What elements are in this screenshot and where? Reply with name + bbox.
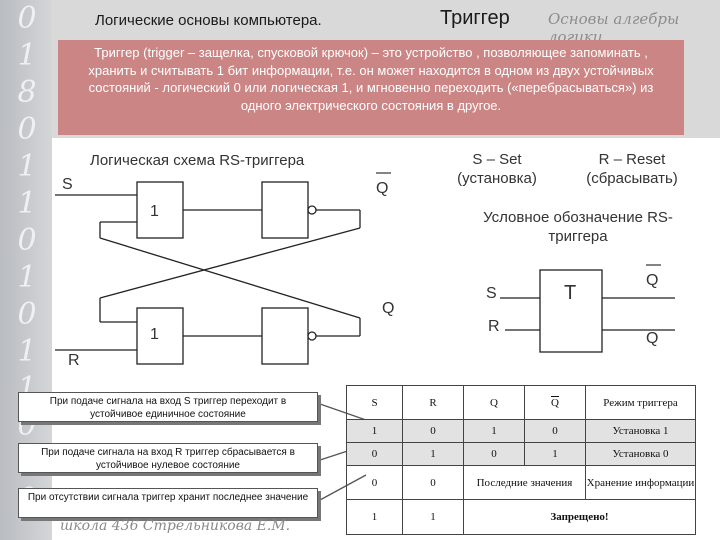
truth-table: S R Q Q Режим триггера 1 0 1 0 Установка… bbox=[346, 385, 696, 535]
trigger-symbol-box bbox=[539, 269, 603, 353]
table-cell: Хранение информации bbox=[585, 465, 696, 500]
or-gate-bottom bbox=[136, 307, 184, 365]
table-row: 1 0 1 0 Установка 1 bbox=[346, 419, 696, 443]
decor-digit: 0 bbox=[17, 112, 37, 147]
schema-input-s: S bbox=[62, 176, 73, 193]
table-row: 1 1 Запрещено! bbox=[346, 499, 696, 535]
inverter-bubble-bottom bbox=[307, 331, 317, 341]
decor-digit: 1 bbox=[17, 186, 37, 221]
schema-title: Логическая схема RS-триггера bbox=[90, 152, 305, 169]
table-cell: 1 bbox=[346, 419, 403, 443]
symbol-output-q: Q bbox=[646, 330, 659, 347]
table-row: 0 0 Последние значения Хранение информац… bbox=[346, 465, 696, 500]
schema-input-r: R bbox=[68, 352, 80, 369]
footer-signature: школа 436 Стрельникова Е.М. bbox=[60, 518, 291, 534]
symbol-input-s: S bbox=[486, 285, 497, 302]
legend-reset: R – Reset (сбрасывать) bbox=[586, 151, 678, 187]
decor-digit: 0 bbox=[17, 223, 37, 258]
inverter-bubble-top bbox=[307, 205, 317, 215]
decor-digit: 0 bbox=[17, 297, 37, 332]
table-row: 0 1 0 1 Установка 0 bbox=[346, 442, 696, 466]
gate-top-label: 1 bbox=[150, 203, 159, 220]
symbol-caption: Условное обозначение RS-триггера bbox=[483, 209, 673, 245]
decor-digit: 1 bbox=[17, 149, 37, 184]
decor-digit: 1 bbox=[17, 38, 37, 73]
nor-gate-bottom bbox=[261, 307, 309, 365]
symbol-input-r: R bbox=[488, 318, 500, 335]
note-set: При подаче сигнала на вход S триггер пер… bbox=[18, 392, 318, 422]
table-cell: 1 bbox=[402, 442, 464, 466]
table-cell: 0 bbox=[463, 442, 525, 466]
table-header: S bbox=[346, 385, 403, 420]
table-cell: 0 bbox=[346, 465, 403, 500]
note-reset: При подаче сигнала на вход R триггер сбр… bbox=[18, 443, 318, 473]
decor-digit: 8 bbox=[17, 75, 37, 110]
legend-set: S – Set (установка) bbox=[457, 151, 537, 187]
table-cell: 1 bbox=[346, 499, 403, 535]
or-gate-top bbox=[136, 181, 184, 239]
table-cell: Установка 1 bbox=[585, 419, 696, 443]
table-cell: 0 bbox=[524, 419, 586, 443]
page-title: Логические основы компьютера. bbox=[95, 12, 322, 29]
page-title-topic: Триггер bbox=[440, 7, 510, 29]
table-header: R bbox=[402, 385, 464, 420]
nor-gate-top bbox=[261, 181, 309, 239]
table-cell: 1 bbox=[463, 419, 525, 443]
schema-output-q-bar: Q bbox=[376, 180, 389, 197]
table-cell: 0 bbox=[402, 419, 464, 443]
definition-box: Триггер (trigger – защелка, спусковой кр… bbox=[58, 40, 684, 135]
table-header: Режим триггера bbox=[585, 385, 696, 420]
table-cell: 1 bbox=[402, 499, 464, 535]
decor-digit: 0 bbox=[17, 1, 37, 36]
table-cell: Последние значения bbox=[463, 465, 586, 500]
symbol-output-q-bar: Q bbox=[646, 272, 659, 289]
table-cell: 0 bbox=[402, 465, 464, 500]
table-cell: 1 bbox=[524, 442, 586, 466]
table-cell: Запрещено! bbox=[463, 499, 696, 535]
table-cell: 0 bbox=[346, 442, 403, 466]
gate-bottom-label: 1 bbox=[150, 326, 159, 343]
note-hold: При отсутствии сигнала триггер хранит по… bbox=[18, 488, 318, 518]
table-cell: Установка 0 bbox=[585, 442, 696, 466]
table-header: Q bbox=[463, 385, 525, 420]
symbol-label: T bbox=[564, 282, 577, 304]
decor-digit: 1 bbox=[17, 334, 37, 369]
schema-output-q: Q bbox=[382, 300, 395, 317]
table-header-q-bar: Q bbox=[524, 385, 586, 420]
decor-digit: 1 bbox=[17, 260, 37, 295]
